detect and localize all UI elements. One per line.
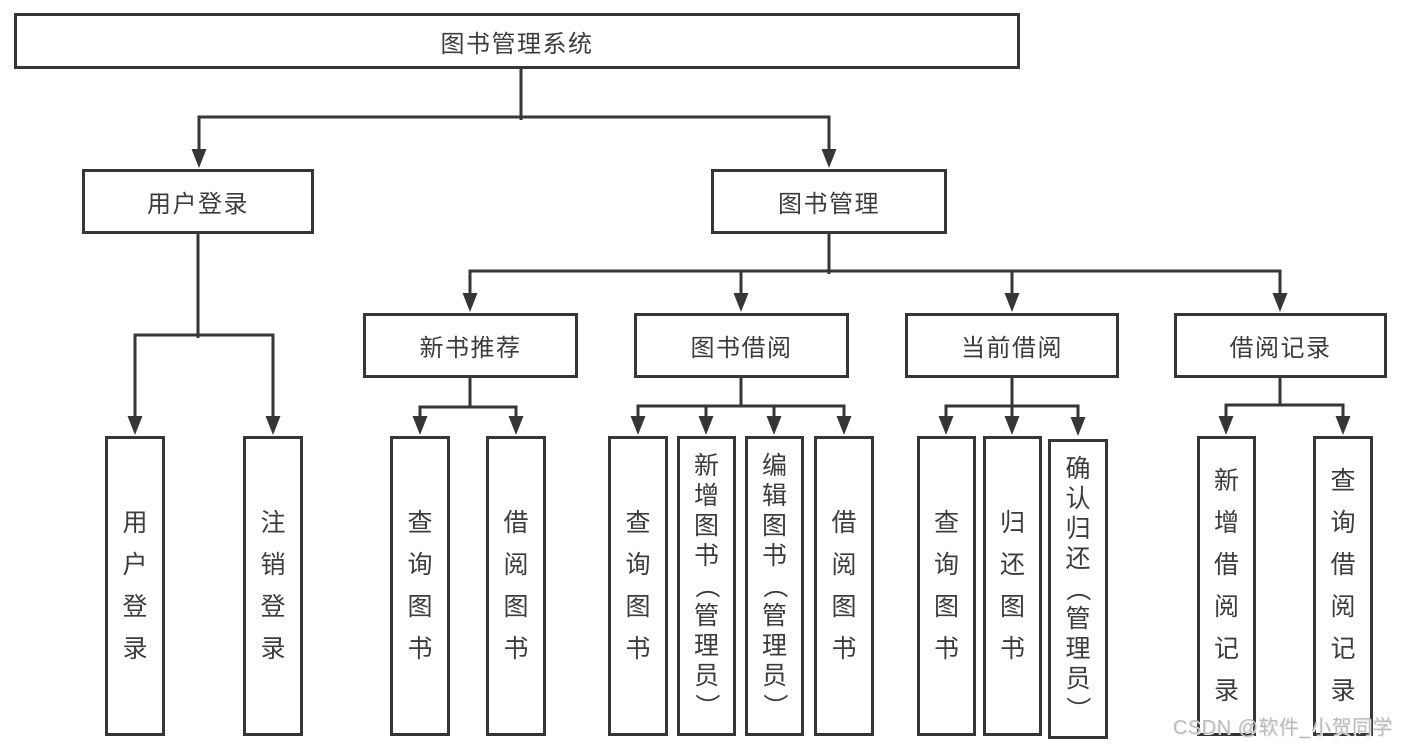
node-new-book-rec: 新书推荐 xyxy=(363,313,578,378)
leaf-label: 查询图书 xyxy=(407,509,433,663)
leaf-label: 借阅图书 xyxy=(503,509,529,663)
arrowhead xyxy=(836,416,852,435)
leaf-label: 借阅图书 xyxy=(831,509,857,663)
node-leaf-query-books-1: 查询图书 xyxy=(390,436,450,736)
connector-book-borrow xyxy=(636,376,846,423)
node-borrow-records: 借阅记录 xyxy=(1174,313,1387,378)
arrowhead xyxy=(127,416,143,435)
node-leaf-logout: 注销登录 xyxy=(243,436,303,736)
leaf-label: 用户登录 xyxy=(122,509,148,663)
node-leaf-query-books-2: 查询图书 xyxy=(608,436,668,736)
node-leaf-user-login: 用户登录 xyxy=(105,436,165,736)
node-leaf-query-books-3: 查询图书 xyxy=(917,436,976,736)
arrowhead xyxy=(1335,416,1351,435)
arrowhead xyxy=(1070,417,1086,436)
node-current-borrow: 当前借阅 xyxy=(905,313,1119,378)
watermark: CSDN @软件_小贺同学 xyxy=(1172,717,1393,739)
arrowhead xyxy=(462,293,478,312)
node-leaf-edit-books: 编辑图书（管理员） xyxy=(745,436,804,736)
connector-user-login xyxy=(133,232,275,423)
connector-borrow-records xyxy=(1224,376,1345,422)
leaf-label: 编辑图书（管理员） xyxy=(760,452,789,719)
arrowhead xyxy=(412,416,428,435)
connector-root xyxy=(197,66,831,155)
connector-book-mgmt xyxy=(468,232,1282,299)
node-leaf-borrow-books-1: 借阅图书 xyxy=(486,436,546,736)
node-root: 图书管理系统 xyxy=(14,13,1020,69)
arrowhead xyxy=(733,293,749,312)
node-book-mgmt: 图书管理 xyxy=(711,169,947,234)
arrowhead xyxy=(1272,293,1288,312)
node-leaf-borrow-books-2: 借阅图书 xyxy=(814,436,874,736)
arrowhead xyxy=(630,416,646,435)
arrowhead xyxy=(508,416,524,435)
node-leaf-query-borrow-record: 查询借阅记录 xyxy=(1313,436,1373,736)
connector-new-book-rec xyxy=(418,376,518,423)
node-leaf-add-books: 新增图书（管理员） xyxy=(677,436,736,736)
leaf-label: 注销登录 xyxy=(260,509,286,663)
node-leaf-add-borrow-record: 新增借阅记录 xyxy=(1197,436,1256,736)
arrowhead xyxy=(1004,416,1020,435)
node-book-borrow: 图书借阅 xyxy=(634,313,849,378)
arrowhead xyxy=(938,416,954,435)
node-leaf-confirm-return: 确认归还（管理员） xyxy=(1048,439,1108,739)
arrowhead xyxy=(766,416,782,435)
leaf-label: 查询图书 xyxy=(933,509,959,663)
arrowhead xyxy=(821,149,837,168)
connector-current-borrow xyxy=(944,376,1080,423)
node-user-login: 用户登录 xyxy=(82,169,314,234)
leaf-label: 查询借阅记录 xyxy=(1330,467,1356,705)
leaf-label: 新增图书（管理员） xyxy=(692,452,721,719)
leaf-label: 归还图书 xyxy=(999,509,1025,663)
arrowhead xyxy=(1218,416,1234,435)
arrowhead xyxy=(191,149,207,168)
arrowhead xyxy=(1004,293,1020,312)
leaf-label: 新增借阅记录 xyxy=(1213,467,1239,705)
node-leaf-return-books: 归还图书 xyxy=(983,436,1042,736)
leaf-label: 确认归还（管理员） xyxy=(1063,455,1092,722)
arrowhead xyxy=(265,416,281,435)
leaf-label: 查询图书 xyxy=(625,509,651,663)
arrowhead xyxy=(698,416,714,435)
